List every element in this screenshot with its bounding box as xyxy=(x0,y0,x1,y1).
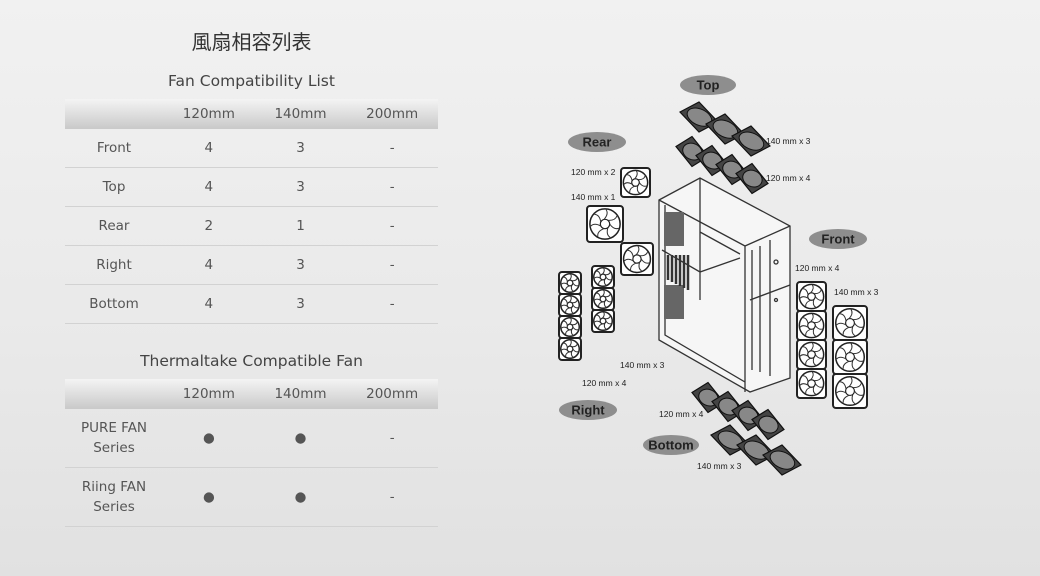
fan-icon xyxy=(558,293,582,317)
fan-icon xyxy=(591,287,615,311)
fan-spec-label: 120 mm x 4 xyxy=(659,409,704,419)
fan-count-cell: 1 xyxy=(254,206,347,246)
fan-spec-label: 120 mm x 2 xyxy=(571,167,616,177)
fan-icon xyxy=(558,271,582,295)
section-label-front: Front xyxy=(809,229,867,249)
section-label-bottom: Bottom xyxy=(643,435,699,455)
fan-strip-icon xyxy=(679,101,771,157)
header-cell: 120mm xyxy=(163,99,255,129)
section-label-text: Top xyxy=(697,78,720,93)
header-cell: 200mm xyxy=(346,379,438,409)
header-cell: 120mm xyxy=(163,379,255,409)
fan-spec-label: 140 mm x 3 xyxy=(834,287,879,297)
fan-icon xyxy=(796,310,827,341)
fan-icon xyxy=(832,373,868,409)
compat-cell: ● xyxy=(254,467,347,527)
fan-count-cell: 3 xyxy=(254,284,347,324)
fan-count-cell: - xyxy=(346,206,438,246)
fan-strip-icon xyxy=(691,381,785,441)
section-label-text: Right xyxy=(571,403,605,418)
fan-count-cell: 2 xyxy=(163,206,255,246)
fan-icon xyxy=(558,337,582,361)
fan-series: Series xyxy=(93,440,135,456)
fan-icon xyxy=(796,281,827,312)
fan-count-cell: 3 xyxy=(254,245,347,285)
compat-cell: - xyxy=(346,467,438,527)
fan-group xyxy=(558,101,868,476)
fan-spec-label: 120 mm x 4 xyxy=(795,263,840,273)
fan-icon xyxy=(620,167,651,198)
fan-icon xyxy=(832,305,868,341)
fan-icon xyxy=(586,205,624,243)
fan-series-cell: Riing FAN Series xyxy=(65,467,163,527)
fan-icon xyxy=(591,265,615,289)
compat-cell: - xyxy=(346,409,438,468)
section-label-right: Right xyxy=(559,400,617,420)
header-cell: 140mm xyxy=(254,379,347,409)
page-title-chinese: 風扇相容列表 xyxy=(191,30,312,54)
fan-icon xyxy=(558,315,582,339)
fan-count-cell: - xyxy=(346,129,438,168)
compat-cell: ● xyxy=(254,409,347,468)
fan-count-cell: - xyxy=(346,284,438,324)
fan-spec-label: 140 mm x 3 xyxy=(697,461,742,471)
fan-spec-label: 120 mm x 4 xyxy=(766,173,811,183)
section-label-text: Rear xyxy=(583,135,612,150)
fan-count-cell: 3 xyxy=(254,129,347,168)
fan-spec-label: 140 mm x 3 xyxy=(766,136,811,146)
section-label-text: Bottom xyxy=(648,438,694,453)
section-label-top: Top xyxy=(680,75,736,95)
fan-count-cell: - xyxy=(346,167,438,207)
pc-case-illustration xyxy=(658,177,791,393)
header-cell: 200mm xyxy=(346,99,438,129)
fan-icon xyxy=(796,368,827,399)
compat-cell: ● xyxy=(163,409,255,468)
fan-icon xyxy=(620,242,654,276)
position-cell: Right xyxy=(65,245,163,285)
fan-count-cell: 4 xyxy=(163,129,255,168)
fan-strip-icon xyxy=(710,424,802,476)
fan-name: PURE FAN xyxy=(80,420,148,436)
compat-cell: ● xyxy=(163,467,255,527)
position-cell: Top xyxy=(65,167,163,207)
fan-count-cell: 4 xyxy=(163,167,255,207)
position-cell: Front xyxy=(65,129,163,168)
position-cell: Rear xyxy=(65,206,163,246)
fan-series-cell: PURE FAN Series xyxy=(65,409,163,468)
header-cell xyxy=(65,99,163,129)
fan-series: Series xyxy=(93,499,135,515)
fan-icon xyxy=(832,339,868,375)
fan-count-cell: 3 xyxy=(254,167,347,207)
table-header-row: 120mm 140mm 200mm xyxy=(65,379,438,409)
fan-count-cell: 4 xyxy=(163,245,255,285)
fan-spec-label: 140 mm x 3 xyxy=(620,360,665,370)
fan-spec-label: 120 mm x 4 xyxy=(582,378,627,388)
fan-count-cell: - xyxy=(346,245,438,285)
position-cell: Bottom xyxy=(65,284,163,324)
fan-name: Riing FAN xyxy=(81,479,147,495)
table-header-row: 120mm 140mm 200mm xyxy=(65,99,438,129)
fan-icon xyxy=(591,309,615,333)
fan-strip-icon xyxy=(675,135,769,195)
fan-spec-label: 140 mm x 1 xyxy=(571,192,616,202)
section-label-text: Front xyxy=(821,232,855,247)
fan-count-cell: 4 xyxy=(163,284,255,324)
fan-icon xyxy=(796,339,827,370)
table-row: Riing FAN Series ● ● - xyxy=(65,467,438,527)
section-label-rear: Rear xyxy=(568,132,626,152)
header-cell: 140mm xyxy=(254,99,347,129)
thermaltake-compatible-table: 120mm 140mm 200mm PURE FAN Series ● ● - R… xyxy=(65,379,438,527)
header-cell xyxy=(65,379,163,409)
fan-compatibility-title: Fan Compatibility List xyxy=(168,72,335,90)
table-row: PURE FAN Series ● ● - xyxy=(65,409,438,468)
thermaltake-compatible-title: Thermaltake Compatible Fan xyxy=(140,352,363,370)
